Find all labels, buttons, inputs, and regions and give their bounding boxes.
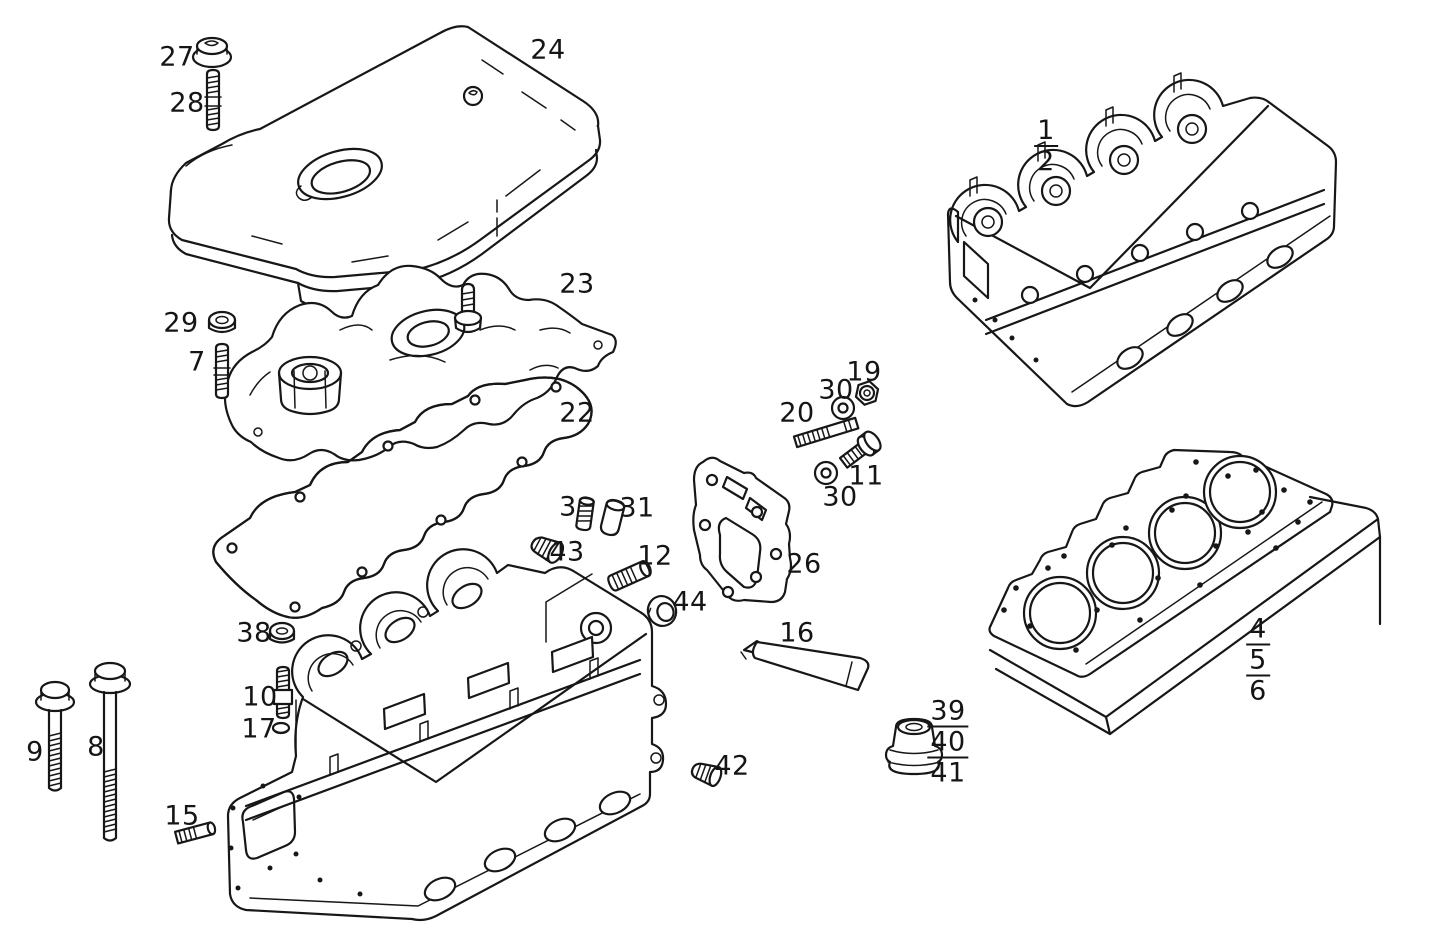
callout-17: 17 bbox=[241, 713, 277, 745]
washer-30-lower-drawing bbox=[813, 460, 839, 486]
stud-10-drawing bbox=[272, 665, 294, 720]
camshaft-cover-drawing bbox=[223, 264, 617, 462]
callout-group-4-5-6: 4 5 6 bbox=[1246, 615, 1270, 706]
callout-41: 41 bbox=[927, 756, 969, 788]
end-plate-26-drawing bbox=[692, 456, 793, 604]
callout-4: 4 bbox=[1249, 613, 1267, 645]
head-gasket-drawing bbox=[988, 448, 1334, 678]
callout-9: 9 bbox=[26, 736, 44, 768]
callout-39: 39 bbox=[930, 695, 966, 727]
callout-5: 5 bbox=[1246, 643, 1270, 675]
callout-20: 20 bbox=[779, 397, 815, 429]
callout-group-1-2: 1 2 bbox=[1034, 116, 1058, 176]
seal-ring-44-drawing bbox=[646, 594, 678, 628]
nut-38-drawing bbox=[268, 621, 296, 644]
callout-27: 27 bbox=[159, 41, 195, 73]
screw-plug-43-drawing bbox=[530, 536, 565, 564]
callout-16: 16 bbox=[779, 617, 815, 649]
callout-15: 15 bbox=[164, 800, 200, 832]
plug-17-drawing bbox=[271, 721, 291, 735]
callout-22: 22 bbox=[559, 397, 595, 429]
callout-6: 6 bbox=[1246, 674, 1270, 706]
callout-group-39-40-41: 39 40 41 bbox=[927, 695, 969, 788]
callout-44: 44 bbox=[672, 586, 708, 618]
cylinder-head-drawing bbox=[226, 548, 668, 922]
stud-28-drawing bbox=[204, 68, 222, 132]
callout-8: 8 bbox=[87, 731, 105, 763]
engine-block-edge-drawing bbox=[988, 495, 1382, 736]
callout-1: 1 bbox=[1037, 115, 1055, 146]
callout-26: 26 bbox=[786, 548, 822, 580]
callout-28: 28 bbox=[169, 87, 205, 119]
callout-43: 43 bbox=[549, 536, 585, 568]
sealing-cap-39-40-41-drawing bbox=[884, 717, 944, 776]
sealant-tube-16-drawing bbox=[740, 639, 870, 692]
callout-31: 31 bbox=[619, 492, 655, 524]
callout-30-upper: 30 bbox=[818, 374, 854, 406]
stud-7-drawing bbox=[213, 342, 231, 400]
callout-10: 10 bbox=[242, 681, 278, 713]
callout-19: 19 bbox=[846, 356, 882, 388]
callout-3: 3 bbox=[559, 491, 577, 523]
callout-11: 11 bbox=[848, 460, 884, 492]
flange-nut-27-drawing bbox=[191, 36, 233, 69]
nut-19-drawing bbox=[854, 380, 880, 406]
valve-cover-drawing bbox=[167, 25, 602, 308]
nut-29-drawing bbox=[207, 310, 237, 334]
callout-23: 23 bbox=[559, 268, 595, 300]
callout-24: 24 bbox=[530, 34, 566, 66]
stud-15-drawing bbox=[173, 821, 217, 845]
callout-7: 7 bbox=[188, 346, 206, 378]
plug-42-drawing bbox=[690, 762, 723, 788]
cylinder-head-assembly-drawing bbox=[946, 72, 1338, 408]
callout-12: 12 bbox=[637, 540, 673, 572]
stud-20-drawing bbox=[792, 416, 860, 449]
callout-38: 38 bbox=[236, 617, 272, 649]
callout-42: 42 bbox=[714, 750, 750, 782]
bolt-9-drawing bbox=[34, 680, 76, 792]
callout-29: 29 bbox=[163, 307, 199, 339]
bolt-8-drawing bbox=[88, 661, 132, 842]
cover-gasket-drawing bbox=[213, 378, 591, 618]
callout-2: 2 bbox=[1034, 145, 1058, 176]
callout-30-lower: 30 bbox=[822, 481, 858, 513]
washer-30-upper-drawing bbox=[830, 395, 856, 421]
callout-40: 40 bbox=[927, 725, 969, 757]
plug-3-drawing bbox=[575, 496, 595, 532]
cap-31-drawing bbox=[599, 498, 626, 537]
bolt-11-drawing bbox=[838, 430, 882, 469]
plug-12-drawing bbox=[607, 560, 652, 592]
